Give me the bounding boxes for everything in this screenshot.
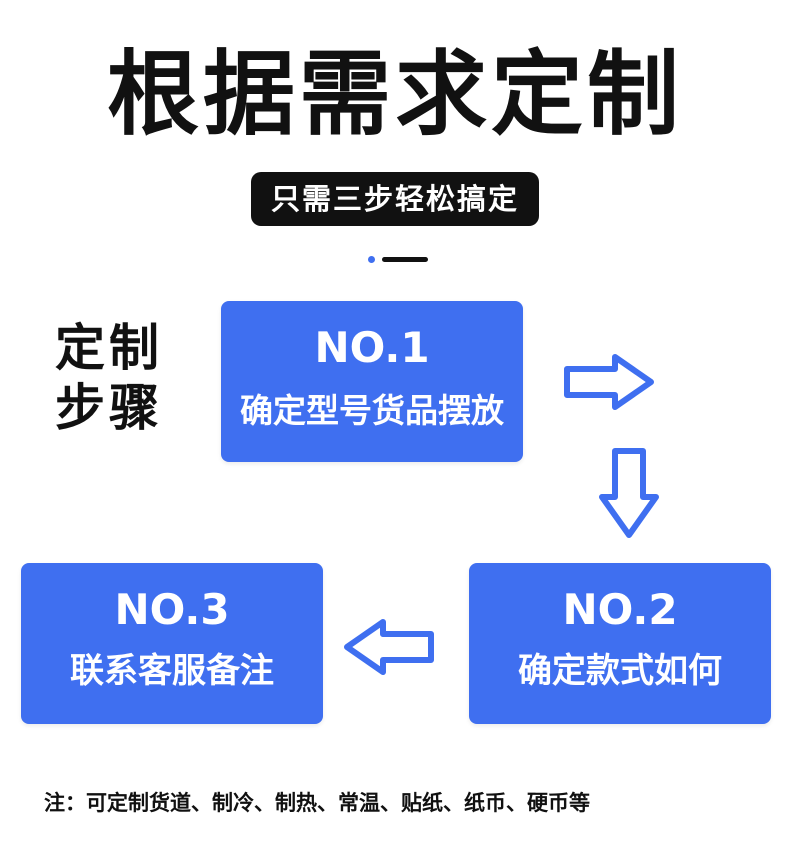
steps-label-line-1: 定制 <box>55 319 163 377</box>
step-3-number: NO.3 <box>114 585 230 634</box>
steps-label-line-2: 步骤 <box>55 379 163 437</box>
step-2-card: NO.2 确定款式如何 <box>469 563 771 724</box>
step-3-description: 联系客服备注 <box>70 651 274 691</box>
step-1-description: 确定型号货品摆放 <box>240 391 504 430</box>
footnote: 注：可定制货道、制冷、制热、常温、贴纸、纸币、硬币等 <box>44 791 590 815</box>
indicator-dash <box>382 257 428 262</box>
arrow-down-icon <box>599 448 659 538</box>
steps-label: 定制 步骤 <box>55 318 163 438</box>
step-2-number: NO.2 <box>562 585 678 634</box>
page-title: 根据需求定制 <box>106 41 683 148</box>
subtitle-badge: 只需三步轻松搞定 <box>250 172 539 226</box>
step-1-number: NO.1 <box>314 323 430 372</box>
step-1-card: NO.1 确定型号货品摆放 <box>221 301 523 462</box>
step-2-description: 确定款式如何 <box>518 651 722 691</box>
indicator-dot <box>368 256 375 263</box>
arrow-left-icon <box>344 619 434 675</box>
subtitle-container: 只需三步轻松搞定 <box>0 172 790 226</box>
step-3-card: NO.3 联系客服备注 <box>21 563 323 724</box>
arrow-right-icon <box>564 354 654 410</box>
